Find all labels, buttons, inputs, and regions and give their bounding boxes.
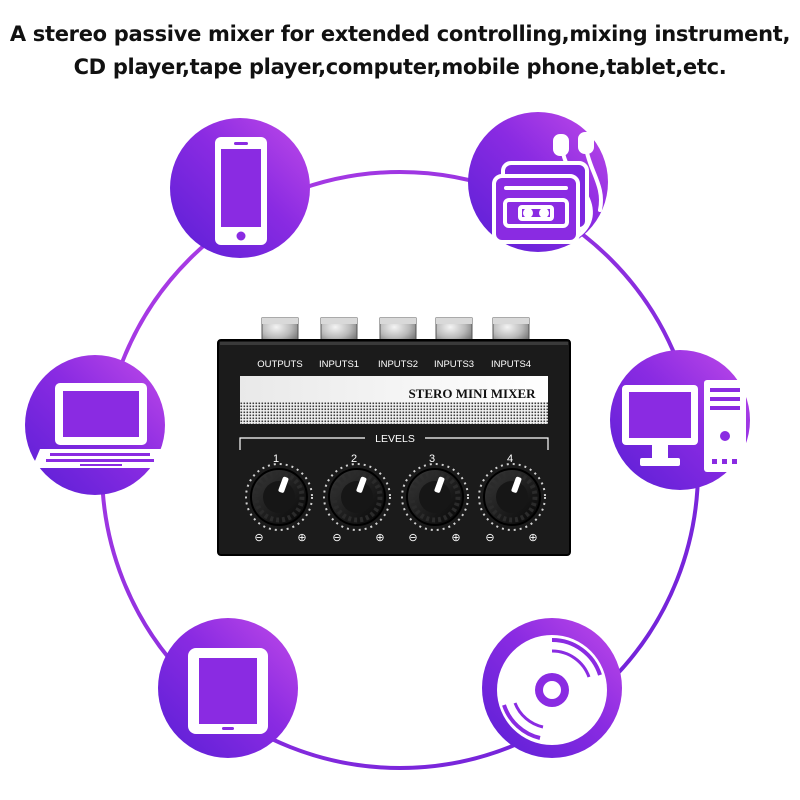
label-inputs3: INPUTS3: [434, 359, 474, 370]
plus-icon: ⊕: [375, 532, 384, 544]
levels-label: LEVELS: [375, 433, 415, 445]
label-outputs: OUTPUTS: [257, 359, 302, 370]
device-circle-laptop: [25, 355, 170, 495]
device-circle-desktop: [610, 350, 750, 490]
cd-disc-icon: [497, 635, 607, 745]
device-circle-tablet: [158, 618, 298, 758]
smartphone-icon: [215, 137, 267, 245]
level-knob-2[interactable]: [323, 463, 391, 531]
minus-icon: ⊖: [332, 532, 341, 544]
label-inputs4: INPUTS4: [491, 359, 531, 370]
minus-icon: ⊖: [408, 532, 417, 544]
tablet-icon: [188, 648, 268, 734]
channel-number-3: 3: [429, 453, 435, 465]
label-inputs2: INPUTS2: [378, 359, 418, 370]
headline-line-2: CD player,tape player,computer,mobile ph…: [73, 55, 727, 79]
laptop-icon: [32, 383, 170, 468]
plus-icon: ⊕: [297, 532, 306, 544]
level-knob-1[interactable]: [245, 463, 313, 531]
channel-number-2: 2: [351, 453, 357, 465]
channel-number-4: 4: [507, 453, 513, 465]
cassette-player-icon: [492, 132, 603, 244]
headline-line-1: A stereo passive mixer for extended cont…: [9, 22, 791, 46]
minus-icon: ⊖: [485, 532, 494, 544]
channel-number-1: 1: [273, 453, 279, 465]
plus-icon: ⊕: [451, 532, 460, 544]
level-knob-4[interactable]: [478, 463, 546, 531]
device-circle-smartphone: [170, 118, 310, 258]
stereo-mini-mixer: OUTPUTS INPUTS1 INPUTS2 INPUTS3 INPUTS4 …: [217, 317, 571, 556]
device-circle-cd: [482, 618, 622, 758]
level-knob-3[interactable]: [401, 463, 469, 531]
plus-icon: ⊕: [528, 532, 537, 544]
label-inputs1: INPUTS1: [319, 359, 359, 370]
headline: A stereo passive mixer for extended cont…: [0, 18, 800, 84]
minus-icon: ⊖: [254, 532, 263, 544]
desktop-computer-icon: [622, 380, 746, 472]
product-name: STERO MINI MIXER: [408, 386, 536, 401]
device-circle-cassette-player: [468, 112, 608, 252]
